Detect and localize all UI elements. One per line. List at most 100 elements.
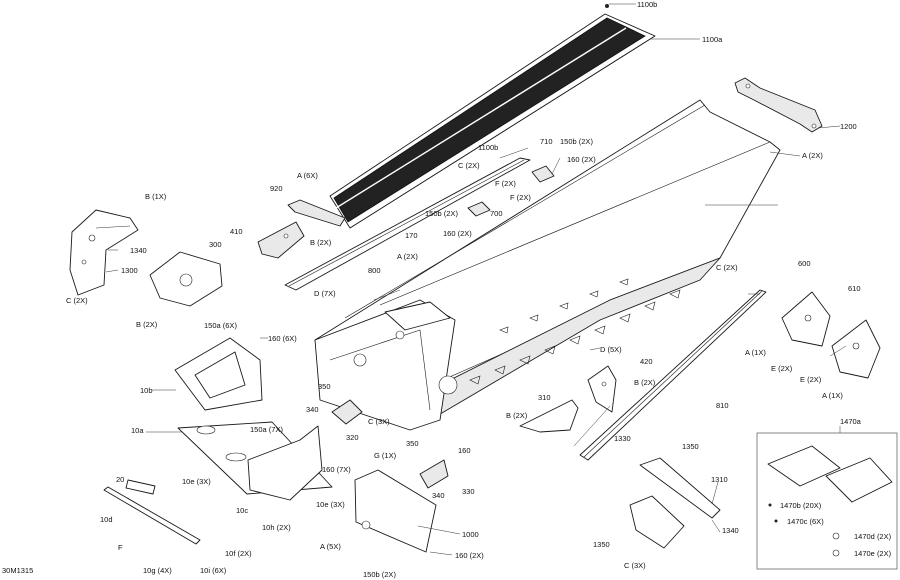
callout-a-1x-a: A (1X) <box>745 348 766 357</box>
callout-1470b-20x: 1470b (20X) <box>780 501 822 510</box>
cooler-1000[interactable] <box>354 469 437 553</box>
rail-800[interactable] <box>284 157 531 291</box>
callout-150b-2x-b: 150b (2X) <box>425 209 458 218</box>
callout-160-2x-a: 160 (2X) <box>567 155 596 164</box>
callout-g-1x: G (1X) <box>374 451 397 460</box>
leader-lines <box>95 3 847 556</box>
callout-b-1x: B (1X) <box>145 192 167 201</box>
callout-10e-3x-b: 10e (3X) <box>316 500 345 509</box>
callout-150b-2x-a: 150b (2X) <box>560 137 593 146</box>
bracket-710[interactable] <box>531 165 555 183</box>
callout-350-a: 350 <box>318 382 331 391</box>
bracket-420[interactable] <box>587 365 617 413</box>
callout-1300: 1300 <box>121 266 138 275</box>
brace-1310[interactable] <box>639 457 721 519</box>
clip-1100b-top[interactable] <box>605 4 609 8</box>
callout-10f-2x: 10f (2X) <box>225 549 252 558</box>
inset-part-1[interactable] <box>767 445 841 487</box>
callout-e-2x-a: E (2X) <box>771 364 793 373</box>
callout-150a-7x: 150a (7X) <box>250 425 283 434</box>
callout-10e-3x-a: 10e (3X) <box>182 477 211 486</box>
callout-1330: 1330 <box>614 434 631 443</box>
strip-10d[interactable] <box>103 486 201 545</box>
callout-610: 610 <box>848 284 861 293</box>
callout-700: 700 <box>490 209 503 218</box>
plate-610[interactable] <box>831 319 881 379</box>
callout-a-2x-mid: A (2X) <box>397 252 418 261</box>
callout-160-2x-c: 160 (2X) <box>455 551 484 560</box>
callout-1100b-mid: 1100b <box>478 143 498 152</box>
bracket-920[interactable] <box>287 199 346 227</box>
part-320[interactable] <box>331 399 363 425</box>
bracket-1200[interactable] <box>734 77 823 133</box>
callout-160-mid: 160 <box>458 446 471 455</box>
tunnel-cutouts <box>469 278 681 385</box>
tunnel-assembly[interactable] <box>314 99 781 431</box>
callout-160-7x: 160 (7X) <box>322 465 351 474</box>
callout-150a-6x: 150a (6X) <box>204 321 237 330</box>
bracket-410[interactable] <box>257 221 305 259</box>
callout-1470e-2x: 1470e (2X) <box>854 549 892 558</box>
callout-a-5x: A (5X) <box>320 542 341 551</box>
callout-160-2x-b: 160 (2X) <box>443 229 472 238</box>
callout-1340-left: 1340 <box>130 246 147 255</box>
callout-1470c-6x: 1470c (6X) <box>787 517 824 526</box>
callout-10c: 10c <box>236 506 248 515</box>
callout-b-2x-420: B (2X) <box>634 378 656 387</box>
callout-340-b: 340 <box>432 491 445 500</box>
callout-b-2x-410: B (2X) <box>310 238 332 247</box>
part-10c[interactable] <box>247 425 323 501</box>
callout-c-2x-rail: C (2X) <box>458 161 480 170</box>
callout-410: 410 <box>230 227 243 236</box>
running-board-1100a[interactable] <box>329 13 656 229</box>
inset-1470a <box>756 432 898 570</box>
callout-330: 330 <box>462 487 475 496</box>
part-10b[interactable] <box>174 337 263 411</box>
bracket-700[interactable] <box>467 201 491 217</box>
callout-c-3x-low: C (3X) <box>624 561 646 570</box>
callout-10d: 10d <box>100 515 113 524</box>
callout-a-1x-b: A (1X) <box>822 391 843 400</box>
callout-1100b-top: 1100b <box>637 0 657 9</box>
rail-810[interactable] <box>579 289 767 461</box>
bracket-300[interactable] <box>149 251 223 307</box>
callout-a-2x-top: A (2X) <box>802 151 823 160</box>
callout-e-2x-b: E (2X) <box>800 375 822 384</box>
callout-1200: 1200 <box>840 122 857 131</box>
callout-d-5x: D (5X) <box>600 345 622 354</box>
callout-10g-4x: 10g (4X) <box>143 566 172 575</box>
callout-320: 320 <box>346 433 359 442</box>
bracket-1310-base[interactable] <box>629 495 685 549</box>
callout-f-2x-b: F (2X) <box>510 193 531 202</box>
callout-340-a: 340 <box>306 405 319 414</box>
plate-600[interactable] <box>781 291 831 347</box>
callout-600: 600 <box>798 259 811 268</box>
part-20[interactable] <box>125 479 156 495</box>
callout-c-3x-mid: C (3X) <box>368 417 390 426</box>
callout-10b: 10b <box>140 386 153 395</box>
callout-10i-6x: 10i (6X) <box>200 566 227 575</box>
callout-1100a: 1100a <box>702 35 723 44</box>
callout-300: 300 <box>209 240 222 249</box>
inset-part-2[interactable] <box>825 457 893 503</box>
callout-1340-right: 1340 <box>722 526 739 535</box>
callout-810: 810 <box>716 401 729 410</box>
bracket-1300[interactable] <box>69 209 139 296</box>
callout-150b-2x-c: 150b (2X) <box>363 570 396 579</box>
callout-310: 310 <box>538 393 551 402</box>
callout-c-2x-right: C (2X) <box>716 263 738 272</box>
callout-20: 20 <box>116 475 124 484</box>
callout-d-7x: D (7X) <box>314 289 336 298</box>
callout-f-2x-a: F (2X) <box>495 179 516 188</box>
callout-1000: 1000 <box>462 530 479 539</box>
bracket-310[interactable] <box>519 399 579 433</box>
part-330[interactable] <box>419 459 449 489</box>
callout-10h-2x: 10h (2X) <box>262 523 291 532</box>
callout-1470a: 1470a <box>840 417 862 426</box>
callout-1350-b: 1350 <box>593 540 610 549</box>
callout-f-left: F <box>118 543 123 552</box>
callout-10a: 10a <box>131 426 144 435</box>
